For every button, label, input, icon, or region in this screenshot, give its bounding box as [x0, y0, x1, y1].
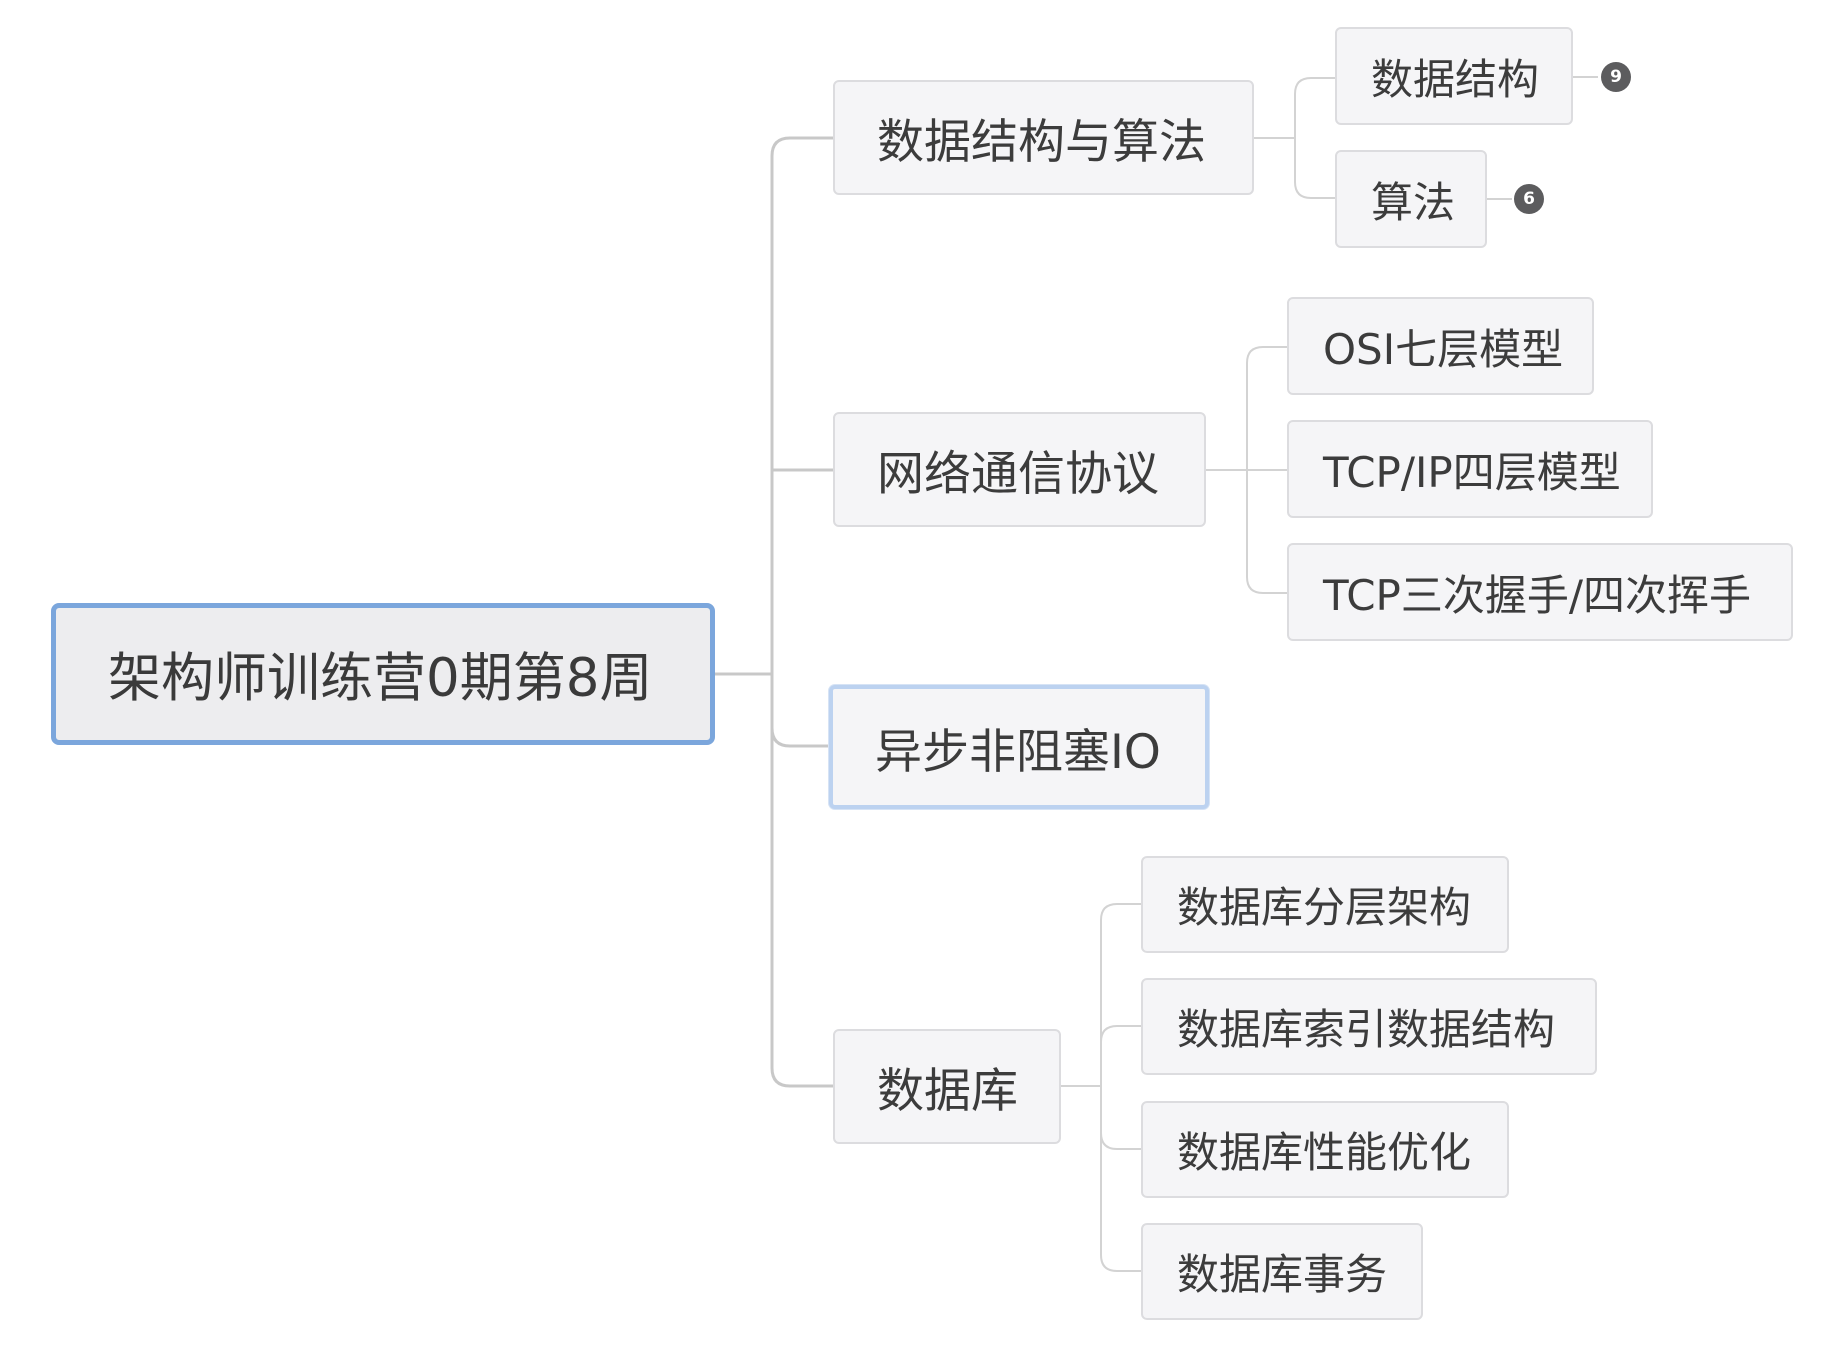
connector-branch-0-children [1254, 77, 1335, 199]
branch-topic-algorithms[interactable]: 数据结构与算法 [833, 80, 1254, 195]
subtopic-algorithms[interactable]: 算法 [1335, 150, 1487, 248]
collapsed-count-badge[interactable]: 6 [1514, 184, 1544, 214]
root-topic[interactable]: 架构师训练营0期第8周 [51, 603, 715, 745]
branch-topic-label: 数据结构与算法 [877, 115, 1206, 170]
branch-topic-label: 数据库 [877, 1064, 1018, 1119]
connector-root-branch-3 [770, 728, 833, 1088]
subtopic-label: 数据库分层架构 [1177, 883, 1472, 932]
collapsed-count: 9 [1610, 67, 1622, 87]
branch-topic-label: 网络通信协议 [877, 447, 1159, 502]
connector-root-branch-0 [715, 136, 833, 676]
subtopic-db-transactions[interactable]: 数据库事务 [1141, 1223, 1423, 1320]
subtopic-data-structures[interactable]: 数据结构 [1335, 27, 1573, 125]
subtopic-label: 数据库事务 [1177, 1250, 1388, 1299]
subtopic-db-layered-architecture[interactable]: 数据库分层架构 [1141, 856, 1509, 953]
subtopic-label: OSI七层模型 [1323, 324, 1564, 374]
connector-branch-1-children [1206, 346, 1287, 594]
branch-topic-network[interactable]: 网络通信协议 [833, 412, 1206, 527]
subtopic-label: 数据库索引数据结构 [1177, 1005, 1556, 1054]
connector-branch-3-children [1061, 903, 1141, 1272]
subtopic-label: 数据结构 [1371, 54, 1540, 104]
subtopic-label: 算法 [1371, 177, 1456, 227]
subtopic-label: TCP三次握手/四次挥手 [1323, 570, 1751, 620]
subtopic-label: TCP/IP四层模型 [1323, 447, 1621, 497]
subtopic-db-performance[interactable]: 数据库性能优化 [1141, 1101, 1509, 1198]
subtopic-tcp-handshake[interactable]: TCP三次握手/四次挥手 [1287, 543, 1793, 641]
collapsed-count-badge[interactable]: 9 [1601, 62, 1631, 92]
subtopic-label: 数据库性能优化 [1177, 1128, 1472, 1177]
branch-topic-database[interactable]: 数据库 [833, 1029, 1061, 1144]
subtopic-osi-model[interactable]: OSI七层模型 [1287, 297, 1594, 395]
connector-root-branch-2 [770, 674, 833, 748]
branch-topic-async-io[interactable]: 异步非阻塞IO [829, 685, 1209, 809]
root-topic-label: 架构师训练营0期第8周 [108, 648, 653, 709]
collapsed-count: 6 [1523, 189, 1535, 209]
subtopic-db-index-structures[interactable]: 数据库索引数据结构 [1141, 978, 1597, 1075]
subtopic-tcpip-model[interactable]: TCP/IP四层模型 [1287, 420, 1653, 518]
branch-topic-label: 异步非阻塞IO [875, 724, 1161, 780]
